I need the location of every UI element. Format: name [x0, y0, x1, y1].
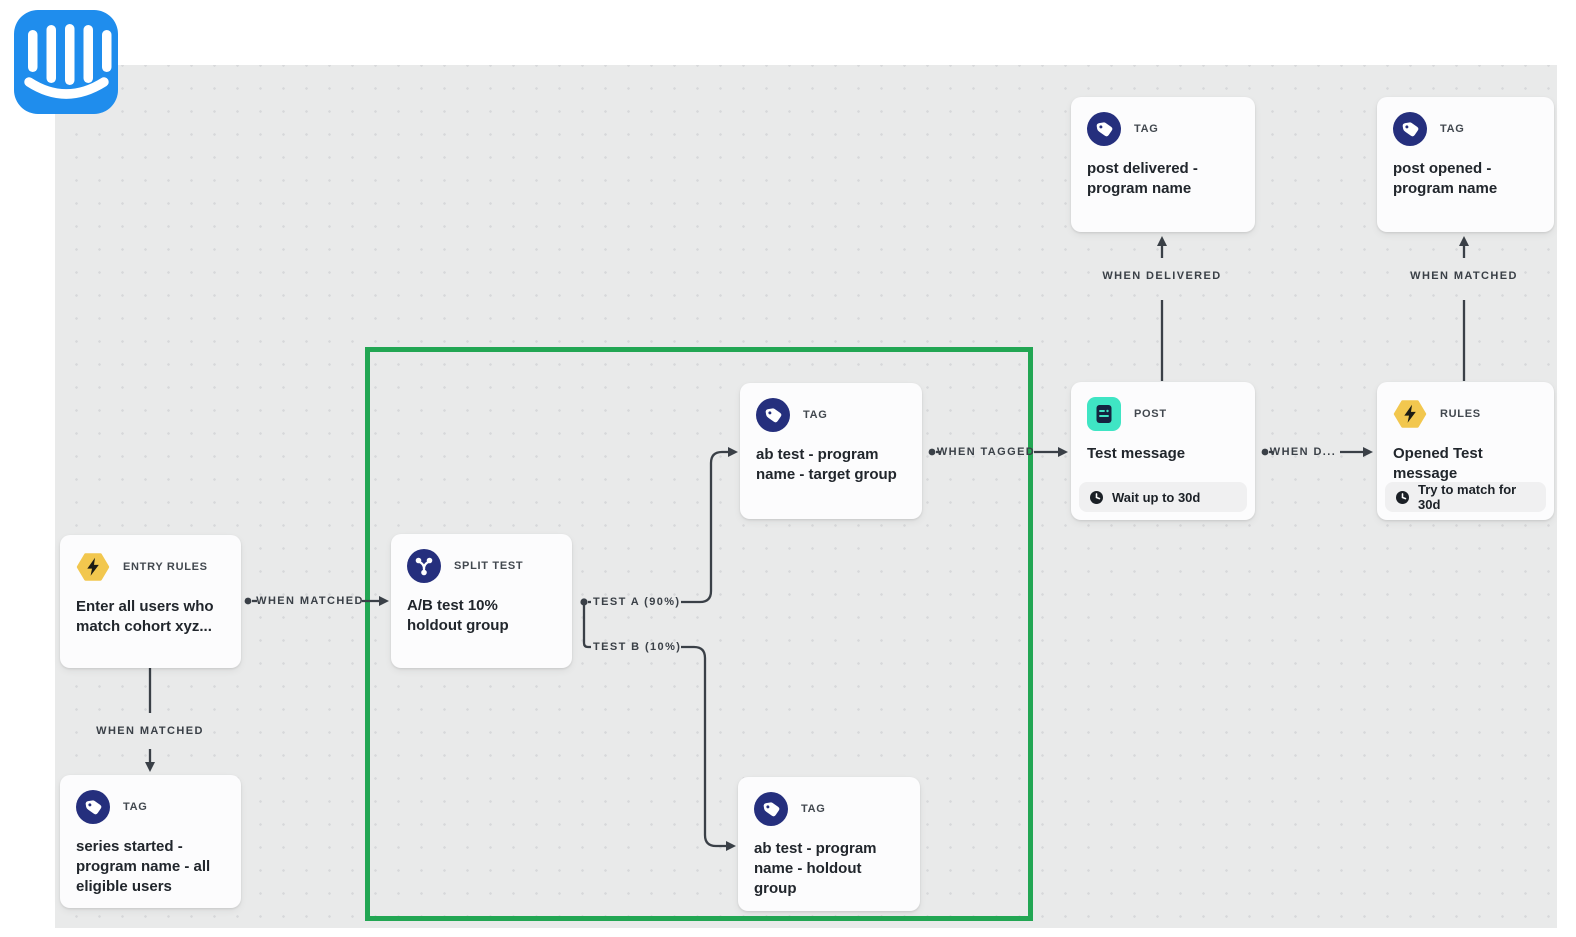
- node-type-label: TAG: [801, 803, 826, 815]
- node-type-label: TAG: [1134, 123, 1159, 135]
- node-entry-rules[interactable]: ENTRY RULES Enter all users who match co…: [60, 535, 241, 668]
- node-tag-target-group[interactable]: TAG ab test - program name - target grou…: [740, 383, 922, 519]
- node-title: Enter all users who match cohort xyz...: [76, 598, 214, 636]
- highlight-box: [365, 347, 1033, 921]
- node-type-label: POST: [1134, 408, 1167, 420]
- lightning-hexagon-icon: [76, 550, 110, 584]
- node-title: Opened Test message: [1393, 445, 1483, 483]
- node-tag-holdout-group[interactable]: TAG ab test - program name - holdout gro…: [738, 777, 920, 911]
- tag-icon: [1087, 112, 1121, 146]
- connector-label-when-matched-vertical: WHEN MATCHED: [96, 725, 204, 737]
- node-title: post delivered - program name: [1087, 160, 1198, 198]
- post-icon: [1087, 397, 1121, 431]
- match-duration-text: Try to match for 30d: [1418, 482, 1517, 512]
- node-title: ab test - program name - target group: [756, 446, 897, 484]
- connector-label-test-b: TEST B (10%): [593, 641, 682, 653]
- node-type-label: TAG: [1440, 123, 1465, 135]
- node-title: post opened - program name: [1393, 160, 1498, 198]
- node-type-label: SPLIT TEST: [454, 560, 524, 572]
- node-type-label: RULES: [1440, 408, 1481, 420]
- node-rules-opened-test-message[interactable]: RULES Opened Test message Try to match f…: [1377, 382, 1554, 520]
- node-type-label: TAG: [123, 801, 148, 813]
- node-tag-series-started[interactable]: TAG series started - program name - all …: [60, 775, 241, 908]
- node-split-test[interactable]: SPLIT TEST A/B test 10% holdout group: [391, 534, 572, 668]
- connector-label-when-delivered: WHEN DELIVERED: [1102, 270, 1222, 282]
- tag-icon: [1393, 112, 1427, 146]
- node-type-label: ENTRY RULES: [123, 561, 208, 573]
- tag-icon: [754, 792, 788, 826]
- node-title: ab test - program name - holdout group: [754, 840, 877, 898]
- connector-label-when-d: WHEN D...: [1269, 446, 1337, 458]
- node-tag-post-delivered[interactable]: TAG post delivered - program name: [1071, 97, 1255, 232]
- connector-label-when-matched: WHEN MATCHED: [256, 595, 364, 607]
- connector-label-test-a: TEST A (90%): [593, 596, 681, 608]
- wait-duration-text: Wait up to 30d: [1112, 489, 1201, 505]
- node-tag-post-opened[interactable]: TAG post opened - program name: [1377, 97, 1554, 232]
- tag-icon: [756, 398, 790, 432]
- node-type-label: TAG: [803, 409, 828, 421]
- connector-label-when-tagged: WHEN TAGGED: [936, 446, 1036, 458]
- match-duration-badge: Try to match for 30d: [1385, 482, 1546, 512]
- intercom-logo-icon: [14, 10, 118, 114]
- node-title: Test message: [1087, 445, 1186, 462]
- clock-icon: [1090, 490, 1103, 504]
- node-title: A/B test 10% holdout group: [407, 597, 509, 635]
- node-title: series started - program name - all elig…: [76, 838, 211, 896]
- clock-icon: [1396, 490, 1409, 504]
- wait-duration-badge: Wait up to 30d: [1079, 482, 1247, 512]
- split-test-icon: [407, 549, 441, 583]
- connector-label-when-matched-right: WHEN MATCHED: [1410, 270, 1518, 282]
- lightning-hexagon-icon: [1393, 397, 1427, 431]
- tag-icon: [76, 790, 110, 824]
- node-post-test-message[interactable]: POST Test message Wait up to 30d: [1071, 382, 1255, 520]
